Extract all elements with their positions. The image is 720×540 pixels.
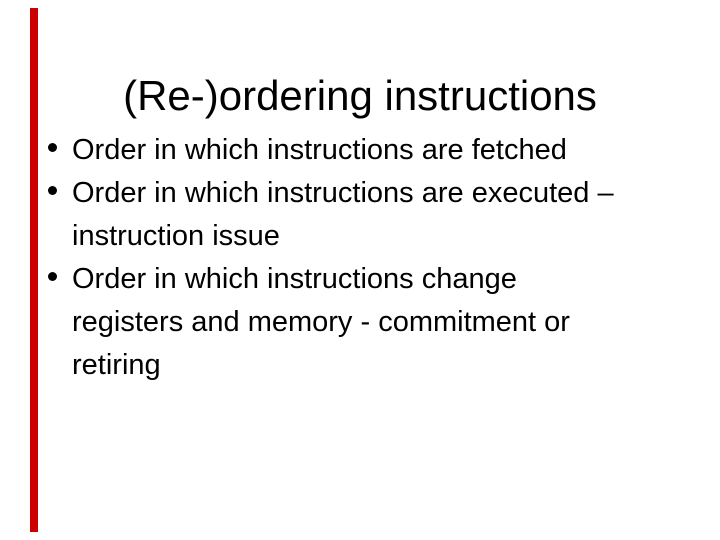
bullet-item: Order in which instructions change regis…: [44, 258, 688, 387]
bullet-item: Order in which instructions are executed…: [44, 172, 688, 258]
slide-title: (Re-)ordering instructions: [123, 72, 597, 120]
accent-bar: [30, 8, 38, 532]
bullet-text: Order in which instructions are fetched: [72, 134, 567, 166]
bullet-text: Order in which instructions change regis…: [72, 263, 570, 381]
bullet-icon: [48, 143, 57, 152]
bullet-text: Order in which instructions are executed…: [72, 177, 614, 252]
bullet-icon: [48, 186, 57, 195]
bullet-icon: [48, 272, 57, 281]
bullet-item: Order in which instructions are fetched: [44, 129, 688, 172]
bullet-list: Order in which instructions are fetched …: [44, 129, 688, 387]
